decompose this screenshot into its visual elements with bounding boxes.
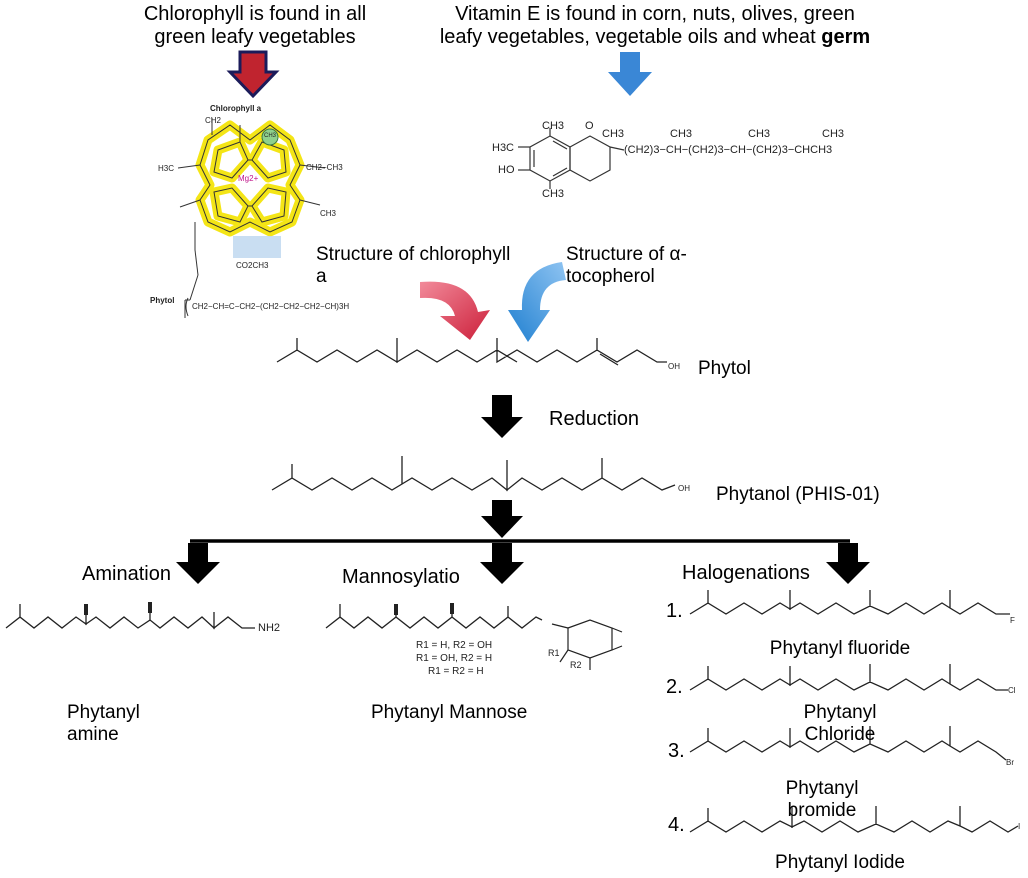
reduction-label: Reduction [549,408,640,430]
halogenations-label: Halogenations [682,562,810,584]
vitamin-e-source-arrow [608,52,652,96]
toco-ch3-a: CH3 [670,128,693,140]
toco-ch3-c: CH3 [822,128,845,140]
toco-ch3-b: CH3 [748,128,771,140]
i-label: I [1018,822,1021,831]
toco-chain: (CH2)3−CH−(CH2)3−CH−(CH2)3−CHCH3 [624,144,833,156]
r-group-1: R1 = H, R2 = OH [416,640,493,651]
chem-phytol-chain: CH2−CH=C−CH2−(CH2−CH2−CH2−CH)3H [192,302,350,311]
halogen-num-4: 4. [668,814,685,836]
phytol-label: Phytol [698,358,751,379]
r1-label: R1 [548,648,560,658]
tocopherol-structure [518,128,625,189]
mannosylation-arrow [480,543,524,584]
mannosylation-label: Mannosylatio [342,566,460,588]
mannose-ring [551,619,623,670]
chem-ch2: CH2 [205,116,222,125]
chem-ch2ch3: CH2−CH3 [306,163,343,172]
toco-ch3-bottom: CH3 [542,188,565,200]
phytanyl-fluoride-label: Phytanyl fluoride [769,638,911,659]
phytanyl-iodide-label: Phytanyl Iodide [775,852,905,873]
halogen-num-1: 1. [666,600,683,622]
toco-h3c: H3C [492,142,515,154]
chem-mg: Mg2+ [238,174,259,183]
tocopherol-to-phytol-arrow [508,262,566,342]
vitamin-e-source-note: Vitamin E is found in corn, nuts, olives… [439,3,871,48]
branch-down-arrow [481,500,523,538]
phytanyl-chloride-skeleton [689,664,1008,691]
phytanyl-amine-label: Phytanyl amine [67,702,140,745]
cl-label: Cl [1008,686,1016,695]
phytanyl-fluoride-skeleton [689,590,1010,615]
amination-arrow [176,543,220,584]
chem-h3c: H3C [158,164,175,173]
chlorophyll-caption: Structure of chlorophyll a [316,244,511,287]
chlorophyll-source-arrow [226,50,280,99]
toco-o: O [585,120,594,132]
r2-label: R2 [570,660,582,670]
halogen-num-2: 2. [666,676,683,698]
br-label: Br [1006,758,1014,767]
phytanol-skeleton [271,456,676,492]
nh2-label: NH2 [258,622,281,634]
phytanyl-bromide-skeleton [689,726,1007,761]
halogenation-arrow [826,543,870,584]
toco-ch3-top: CH3 [542,120,565,132]
phytanol-label: Phytanol (PHIS-01) [716,484,880,505]
phytanyl-amine-skeleton [5,604,255,630]
amination-label: Amination [82,563,171,585]
toco-ho: HO [498,164,515,176]
tocopherol-caption: Structure of α- tocopherol [566,244,687,287]
r-group-2: R1 = OH, R2 = H [416,653,493,664]
phytanol-oh: OH [678,484,690,493]
phytol-oh: OH [668,362,680,371]
phytanyl-mannose-label: Phytanyl Mannose [371,702,528,723]
phytanyl-bromide-label: Phytanyl bromide [785,778,859,821]
halogen-num-3: 3. [668,740,685,762]
chlorophyll-a-title: Chlorophyll a [210,104,262,113]
chlorophyll-to-phytol-arrow [420,281,490,340]
chem-co2ch3: CO2CH3 [236,261,269,270]
chem-ch3-circle: CH3 [264,133,277,139]
phytanyl-mannose-skeleton [325,604,543,629]
phytanyl-iodide-skeleton [689,806,1019,833]
toco-ch3-quat: CH3 [602,128,625,140]
chem-phytol-label: Phytol [150,296,175,305]
chlorophyll-a-structure [177,118,326,318]
chlorophyll-source-note: Chlorophyll is found in all green leafy … [143,3,367,48]
phytol-skeleton [276,338,667,364]
chem-ch3-right: CH3 [320,209,337,218]
phytanyl-chloride-label: Phytanyl Chloride [803,702,877,745]
reduction-arrow [481,395,523,438]
f-label: F [1010,616,1015,625]
r-group-3: R1 = R2 = H [428,666,484,677]
